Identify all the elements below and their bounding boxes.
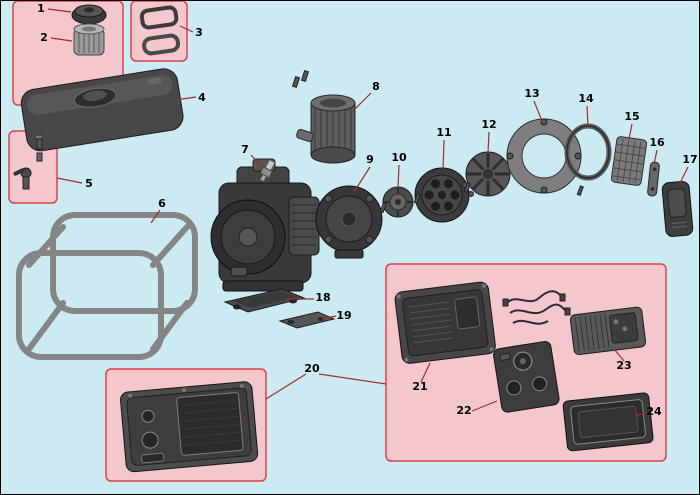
- leader-4: [174, 96, 197, 101]
- cooling-fan: [462, 151, 511, 197]
- part-label-10: 10: [391, 151, 407, 164]
- part-label-17: 17: [682, 153, 697, 166]
- fuel-valve: [13, 134, 44, 190]
- air-filter-element: [73, 23, 105, 56]
- leader-10: [397, 164, 400, 189]
- leader-22: [471, 400, 498, 412]
- leader-5: [56, 177, 83, 184]
- leader-2: [50, 37, 73, 42]
- part-label-7: 7: [241, 143, 249, 156]
- mounting-plate: [223, 288, 306, 313]
- leader-12: [487, 131, 490, 154]
- part-label-8: 8: [372, 80, 380, 93]
- frame: [16, 212, 198, 360]
- part-label-20: 20: [304, 362, 320, 375]
- part-label-15: 15: [624, 110, 639, 123]
- side-cover: [661, 180, 694, 237]
- leader-23: [613, 348, 625, 362]
- generator-housing: [315, 185, 383, 259]
- part-label-2: 2: [40, 31, 48, 44]
- part-label-19: 19: [336, 309, 351, 322]
- leader-20b: [318, 373, 387, 385]
- support-bracket: [278, 311, 336, 329]
- leader-11: [442, 139, 445, 170]
- leader-7: [250, 154, 264, 169]
- inverter-module: [569, 306, 647, 356]
- leader-19: [321, 315, 337, 320]
- leader-20a: [265, 373, 307, 400]
- control-panel-assembly: [120, 381, 259, 473]
- part-label-9: 9: [366, 153, 374, 166]
- part-label-6: 6: [158, 197, 166, 210]
- part-labels: 1 2 3 4 5 6 7 8 9 10 11 12 13 14 15 16 1…: [37, 2, 697, 418]
- leader-15: [628, 123, 633, 140]
- fan-cover: [506, 118, 582, 194]
- drive-hub: [382, 186, 414, 218]
- leader-8: [352, 92, 372, 112]
- screw: [413, 193, 421, 205]
- part-label-3: 3: [195, 26, 203, 39]
- part-label-21: 21: [412, 380, 427, 393]
- leader-1: [47, 8, 72, 13]
- part-label-5: 5: [85, 177, 93, 190]
- control-panel-face: [493, 341, 560, 413]
- part-label-11: 11: [436, 126, 451, 139]
- rotor: [414, 167, 470, 223]
- muffler: [291, 69, 356, 164]
- leader-9: [353, 166, 371, 193]
- leader-17: [679, 166, 689, 184]
- part-label-23: 23: [616, 359, 631, 372]
- part-label-13: 13: [524, 87, 539, 100]
- spark-plug: [259, 159, 276, 183]
- part-label-18: 18: [315, 291, 330, 304]
- leader-3: [179, 25, 194, 33]
- wiring-harness: [502, 290, 571, 325]
- part-label-16: 16: [649, 136, 665, 149]
- engine-assembly: [210, 158, 320, 292]
- part-label-24: 24: [646, 405, 662, 418]
- air-filter-cover: [71, 4, 107, 25]
- leader-13: [533, 100, 543, 122]
- bottom-cover: [562, 392, 654, 452]
- screws: [379, 182, 584, 214]
- leader-14: [586, 105, 589, 128]
- gasket-set: [139, 5, 181, 56]
- part-label-22: 22: [456, 404, 471, 417]
- side-bracket: [647, 161, 660, 197]
- filter-element: [610, 136, 648, 186]
- leader-21: [420, 362, 431, 383]
- leader-16: [653, 149, 658, 165]
- screw: [379, 202, 387, 214]
- part-label-1: 1: [37, 2, 45, 15]
- part-label-14: 14: [578, 92, 594, 105]
- rear-panel: [394, 281, 496, 364]
- fuel-tank: [20, 68, 184, 152]
- leader-6: [150, 209, 161, 224]
- leader-24: [636, 412, 648, 416]
- part-label-12: 12: [481, 118, 496, 131]
- screw: [463, 182, 471, 194]
- part-label-4: 4: [198, 91, 206, 104]
- leader-lines: [47, 8, 689, 416]
- screw: [576, 185, 584, 197]
